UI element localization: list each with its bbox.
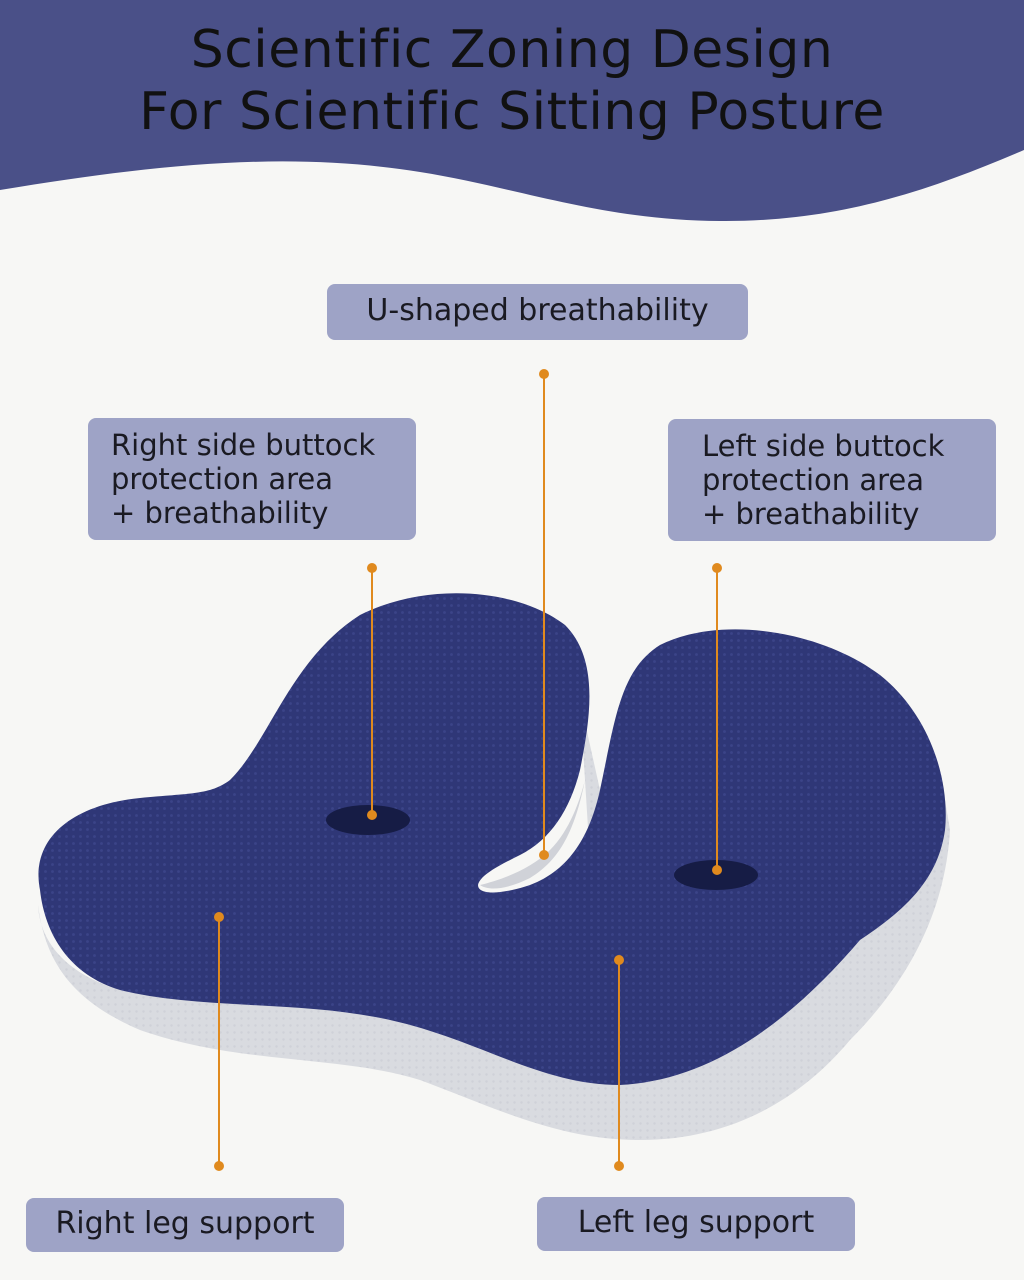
callout-left-leg-support: Left leg support: [537, 1197, 855, 1251]
pointer-left-buttock: [712, 563, 722, 875]
headline-line-1: Scientific Zoning Design: [190, 20, 834, 80]
callout-u-shaped-text: U-shaped breathability: [366, 293, 709, 328]
callout-right-buttock-protection: Right side buttock protection area + bre…: [88, 418, 416, 540]
callout-right-buttock-line-2: protection area: [111, 462, 334, 496]
callout-left-buttock-protection: Left side buttock protection area + brea…: [668, 419, 996, 541]
callout-left-buttock-line-3: + breathability: [702, 497, 920, 531]
callout-u-shaped-breathability: U-shaped breathability: [327, 284, 748, 340]
header-band: [0, 0, 1024, 222]
pointer-left-leg: [614, 955, 624, 1171]
headline-line-2: For Scientific Sitting Posture: [139, 82, 885, 142]
pointer-right-buttock: [367, 563, 377, 820]
callout-right-buttock-line-3: + breathability: [111, 496, 329, 530]
callout-left-buttock-line-2: protection area: [702, 463, 925, 497]
left-breathing-hole: [674, 860, 758, 890]
cushion-side-foam: [38, 800, 950, 1140]
pointer-right-leg: [214, 912, 224, 1171]
callout-right-buttock-line-1: Right side buttock: [111, 428, 376, 462]
callout-right-leg-support: Right leg support: [26, 1198, 344, 1252]
right-breathing-hole: [326, 805, 410, 835]
callout-left-buttock-line-1: Left side buttock: [702, 429, 945, 463]
callout-left-leg-text: Left leg support: [577, 1205, 815, 1240]
cushion-top-surface: [38, 593, 946, 1085]
callout-right-leg-text: Right leg support: [55, 1206, 315, 1241]
pointer-u-shaped: [539, 369, 549, 860]
